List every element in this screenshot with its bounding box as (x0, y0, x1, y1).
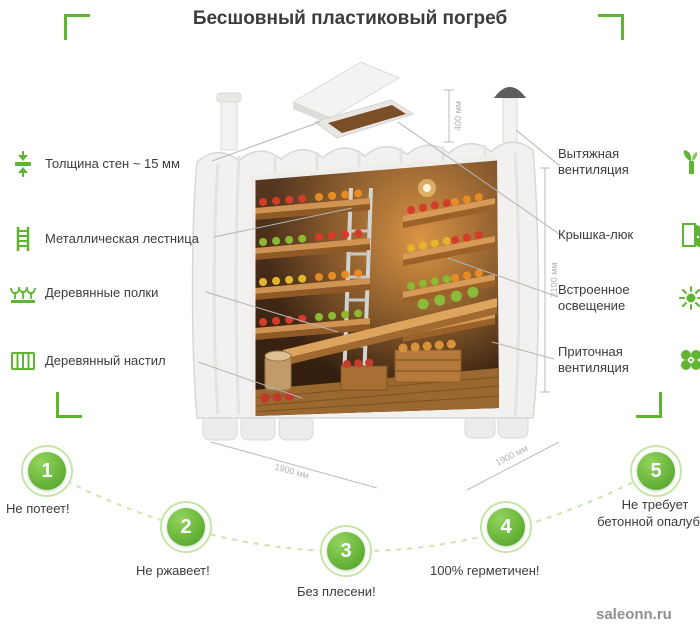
benefit-circle-1: 1 (21, 445, 73, 497)
hatch-lid-open (291, 61, 415, 139)
benefit-circle-5: 5 (630, 445, 682, 497)
cellar-illustration: 400 мм 2100 мм 1900 мм 1900 мм (191, 61, 560, 491)
feature-supply-ventilation-label: Приточная вентиляция (558, 344, 629, 376)
benefit-label-3: Без плесени! (297, 584, 376, 599)
benefit-circle-4: 4 (480, 501, 532, 553)
benefit-number: 3 (327, 532, 365, 570)
feature-wall-thickness: Толщина стен ~ 15 мм (10, 150, 180, 178)
wooden-shelves-icon (10, 281, 36, 305)
interior-lamp (418, 179, 436, 197)
benefit-label-4: 100% герметичен! (430, 563, 540, 578)
benefit-number: 1 (28, 452, 66, 490)
feature-metal-ladder-label: Металлическая лестница (45, 230, 199, 246)
wooden-floor-icon (10, 350, 36, 372)
frame-corner-top-right (598, 14, 624, 40)
feature-built-in-light: Встроенное освещение (558, 282, 700, 315)
frame-corner-bottom-right (636, 392, 662, 418)
benefit-number: 4 (487, 508, 525, 546)
frame-corner-top-left (64, 14, 90, 40)
exhaust-ventilation-icon (678, 149, 700, 175)
feature-built-in-light-label: Встроенное освещение (558, 282, 630, 314)
feature-exhaust-ventilation: Вытяжная вентиляция (558, 146, 700, 179)
feature-supply-ventilation: Приточная вентиляция (558, 344, 700, 377)
frame-corner-bottom-left (56, 392, 82, 418)
hatch-lid-icon (678, 222, 700, 248)
dimension-lid-label: 400 мм (453, 101, 463, 131)
benefit-circle-2: 2 (160, 501, 212, 553)
feature-wooden-floor-label: Деревянный настил (45, 352, 166, 368)
vegetable-crates (340, 339, 462, 391)
dimension-depth-label: 1900 мм (494, 443, 530, 468)
feature-wall-thickness-label: Толщина стен ~ 15 мм (45, 155, 180, 171)
benefit-circle-3: 3 (320, 525, 372, 577)
benefit-label-5: Не требует бетонной опалубки (597, 497, 700, 529)
feature-wooden-shelves: Деревянные полки (10, 281, 158, 305)
built-in-light-icon (678, 285, 700, 311)
benefit-label-1: Не потеет! (6, 501, 70, 516)
benefit-label-2: Не ржавеет! (136, 563, 210, 578)
benefit-number: 2 (167, 508, 205, 546)
ladder-icon (10, 226, 36, 252)
shell-skirt (202, 411, 529, 441)
feature-exhaust-ventilation-label: Вытяжная вентиляция (558, 146, 629, 178)
feature-wooden-floor: Деревянный настил (10, 350, 166, 372)
feature-hatch-lid-label: Крышка-люк (558, 226, 634, 242)
supply-ventilation-icon (678, 348, 700, 372)
watermark: saleonn.ru (596, 606, 672, 623)
feature-wooden-shelves-label: Деревянные полки (45, 284, 159, 300)
wall-thickness-icon (10, 150, 36, 178)
page-title: Бесшовный пластиковый погреб (192, 8, 508, 29)
benefit-number: 5 (637, 452, 675, 490)
feature-hatch-lid: Крышка-люк (558, 222, 700, 248)
feature-metal-ladder: Металлическая лестница (10, 226, 199, 252)
